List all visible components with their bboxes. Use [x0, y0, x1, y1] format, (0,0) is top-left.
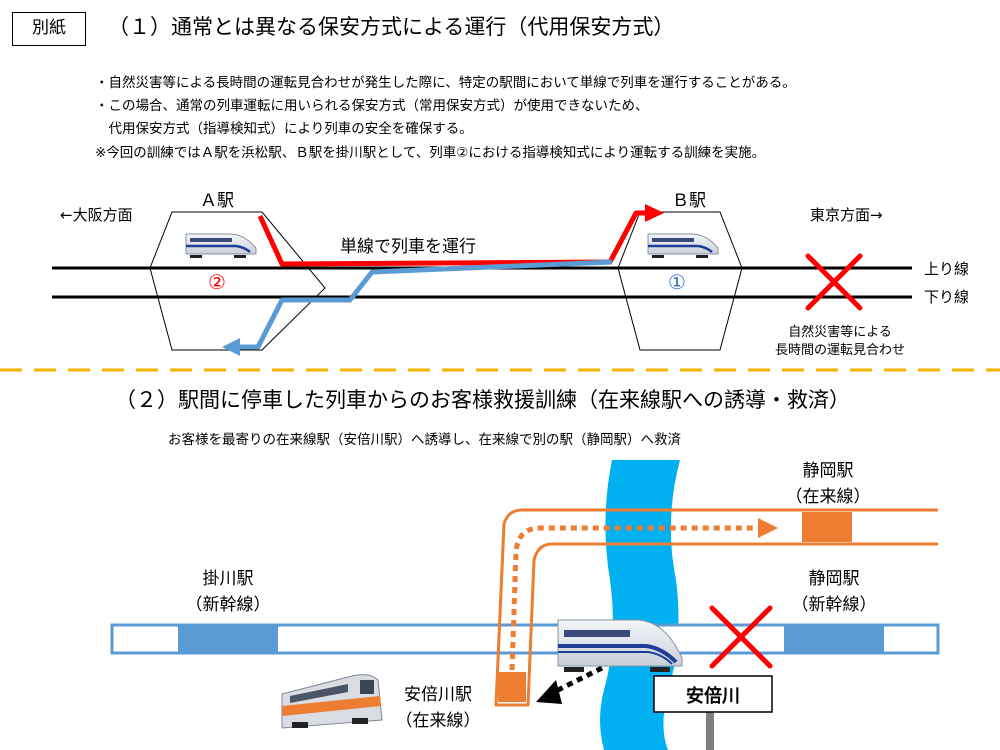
rescue-route: [509, 525, 760, 671]
suspension-line-2: 長時間の運転見合わせ: [774, 343, 905, 358]
suspension-x-icon-2: [709, 605, 773, 669]
attachment-tag: 別紙: [12, 12, 86, 46]
suspension-label: 自然災害等による 長時間の運転見合わせ: [740, 324, 940, 360]
shizuoka-conventional-label: 静岡駅 （在来線）: [760, 458, 896, 510]
shizuoka-conventional-name: 静岡駅: [802, 461, 854, 481]
river-sign-post: [706, 712, 714, 750]
kakegawa-label: 掛川駅 （新幹線）: [160, 566, 296, 618]
abekawa-conventional-platform: [498, 672, 526, 702]
down-line-label: 下り線: [924, 288, 970, 306]
shizuoka-conventional-type: （在来線）: [785, 487, 871, 507]
abekawa-station-name: 安倍川駅: [404, 685, 472, 705]
train-1-number: ①: [668, 270, 686, 294]
conventional-train: [281, 674, 383, 729]
up-line-label: 上り線: [924, 260, 970, 278]
stopped-shinkansen: [557, 619, 683, 672]
single-track-label: 単線で列車を運行: [340, 237, 476, 257]
shizuoka-shinkansen-platform: [784, 626, 884, 652]
suspension-x-icon: [805, 253, 863, 311]
section1-title: （１）通常とは異なる保安方式による運行（代用保安方式）: [108, 15, 675, 39]
abekawa-station-type: （在来線）: [395, 711, 481, 731]
station-a-label: Ａ駅: [200, 191, 234, 211]
abekawa-station-label: 安倍川駅 （在来線）: [382, 682, 494, 734]
evacuation-arrow: [536, 680, 562, 704]
river-sign-board: [653, 675, 773, 713]
section2-subtitle: お客様を最寄りの在来線駅（安倍川駅）へ誘導し、在来線で別の駅（静岡駅）へ救済: [168, 432, 681, 448]
blue-route: [238, 259, 613, 350]
shizuoka-shinkansen-label: 静岡駅 （新幹線）: [766, 566, 902, 618]
shizuoka-conventional-platform: [802, 512, 852, 542]
note-line-3: 代用保安方式（指導検知式）により列車の安全を確保する。: [95, 121, 473, 137]
direction-tokyo: 東京方面→: [810, 206, 883, 224]
conventional-line: [494, 508, 938, 707]
river-sign-text: 安倍川: [686, 686, 740, 707]
blue-route-arrow: [222, 338, 240, 356]
kakegawa-name: 掛川駅: [202, 569, 254, 589]
shizuoka-shinkansen-type: （新幹線）: [791, 595, 877, 615]
note-line-2: ・この場合、通常の列車運転に用いられる保安方式（常用保安方式）が使用できないため…: [95, 98, 649, 114]
section2-title: （２）駅間に停車した列車からのお客様救援訓練（在来線駅への誘導・救済）: [115, 388, 850, 412]
note-line-1: ・自然災害等による長時間の運転見合わせが発生した際に、特定の駅間において単線で列…: [95, 75, 796, 91]
shizuoka-shinkansen-name: 静岡駅: [808, 569, 860, 589]
station-a-platform: [149, 211, 326, 351]
kakegawa-shinkansen-platform: [178, 626, 278, 652]
train-2-number: ②: [208, 270, 226, 294]
kakegawa-type: （新幹線）: [185, 595, 271, 615]
evacuation-route: [552, 665, 604, 695]
suspension-line-1: 自然災害等による: [788, 325, 892, 340]
rescue-route-arrow: [758, 518, 778, 538]
direction-osaka: ←大阪方面: [60, 206, 133, 224]
note-line-4: ※今回の訓練ではＡ駅を浜松駅、Ｂ駅を掛川駅として、列車②における指導検知式により…: [95, 145, 766, 161]
red-route-arrow: [645, 204, 664, 222]
station-b-label: Ｂ駅: [672, 191, 706, 211]
